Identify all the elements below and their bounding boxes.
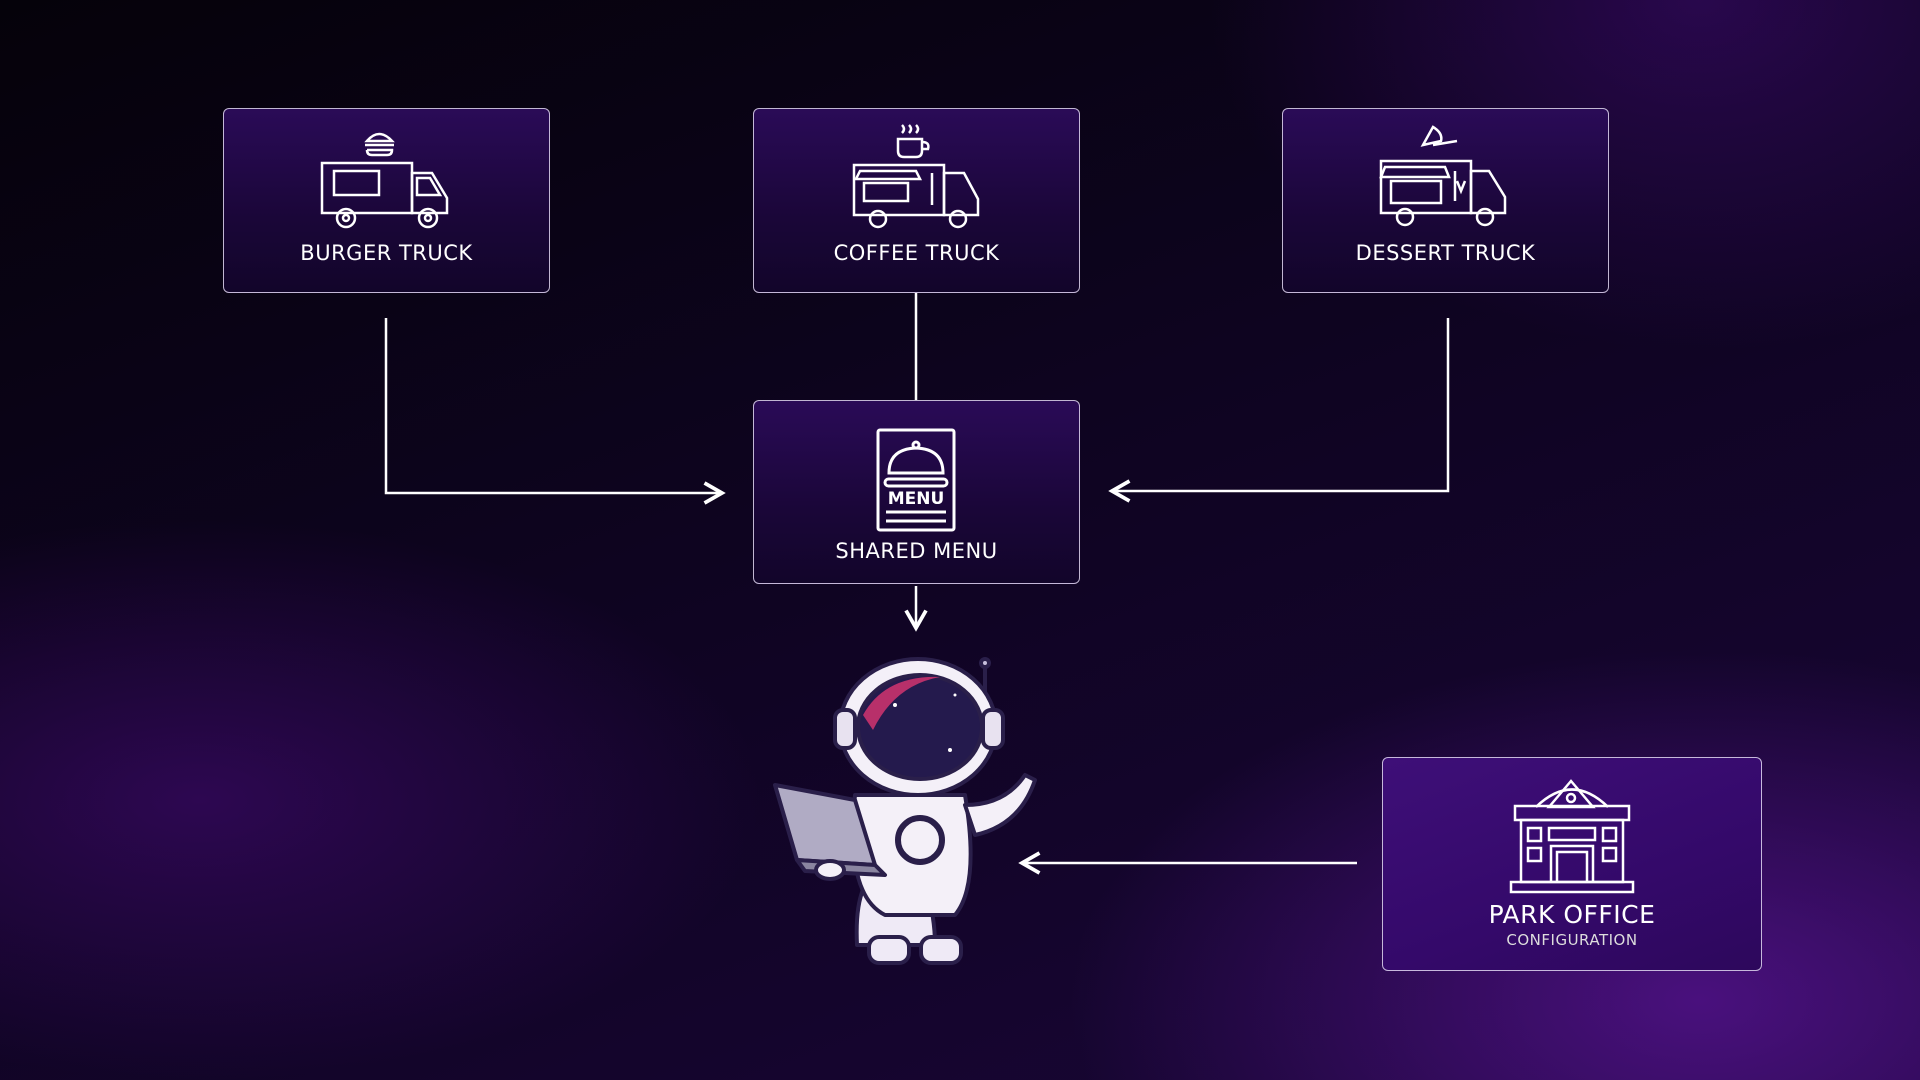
menu-card-icon: MENU	[876, 428, 955, 532]
dessert-to-menu-arrow	[1108, 318, 1450, 503]
coffee-truck-icon	[852, 124, 979, 229]
astronaut-mascot	[773, 657, 1037, 965]
coffee-truck-label: COFFEE TRUCK	[833, 241, 1000, 265]
dessert-truck-label: DESSERT TRUCK	[1355, 241, 1536, 265]
burger-to-menu-arrow	[384, 318, 726, 505]
burger-truck-node: BURGER TRUCK	[223, 108, 550, 293]
park-office-label: PARK OFFICE	[1488, 900, 1656, 929]
park-office-sublabel: CONFIGURATION	[1506, 931, 1638, 949]
dessert-truck-node: DESSERT TRUCK	[1282, 108, 1609, 293]
burger-truck-label: BURGER TRUCK	[300, 241, 473, 265]
park-office-node: PARK OFFICE CONFIGURATION	[1382, 757, 1762, 971]
shared-menu-node: MENU SHARED MENU	[753, 400, 1080, 584]
burger-truck-icon	[320, 132, 448, 229]
building-icon	[1509, 779, 1635, 894]
coffee-truck-node: COFFEE TRUCK	[753, 108, 1080, 293]
menu-icon-text: MENU	[887, 489, 944, 509]
shared-menu-label: SHARED MENU	[835, 539, 998, 563]
dessert-truck-icon	[1378, 125, 1506, 227]
